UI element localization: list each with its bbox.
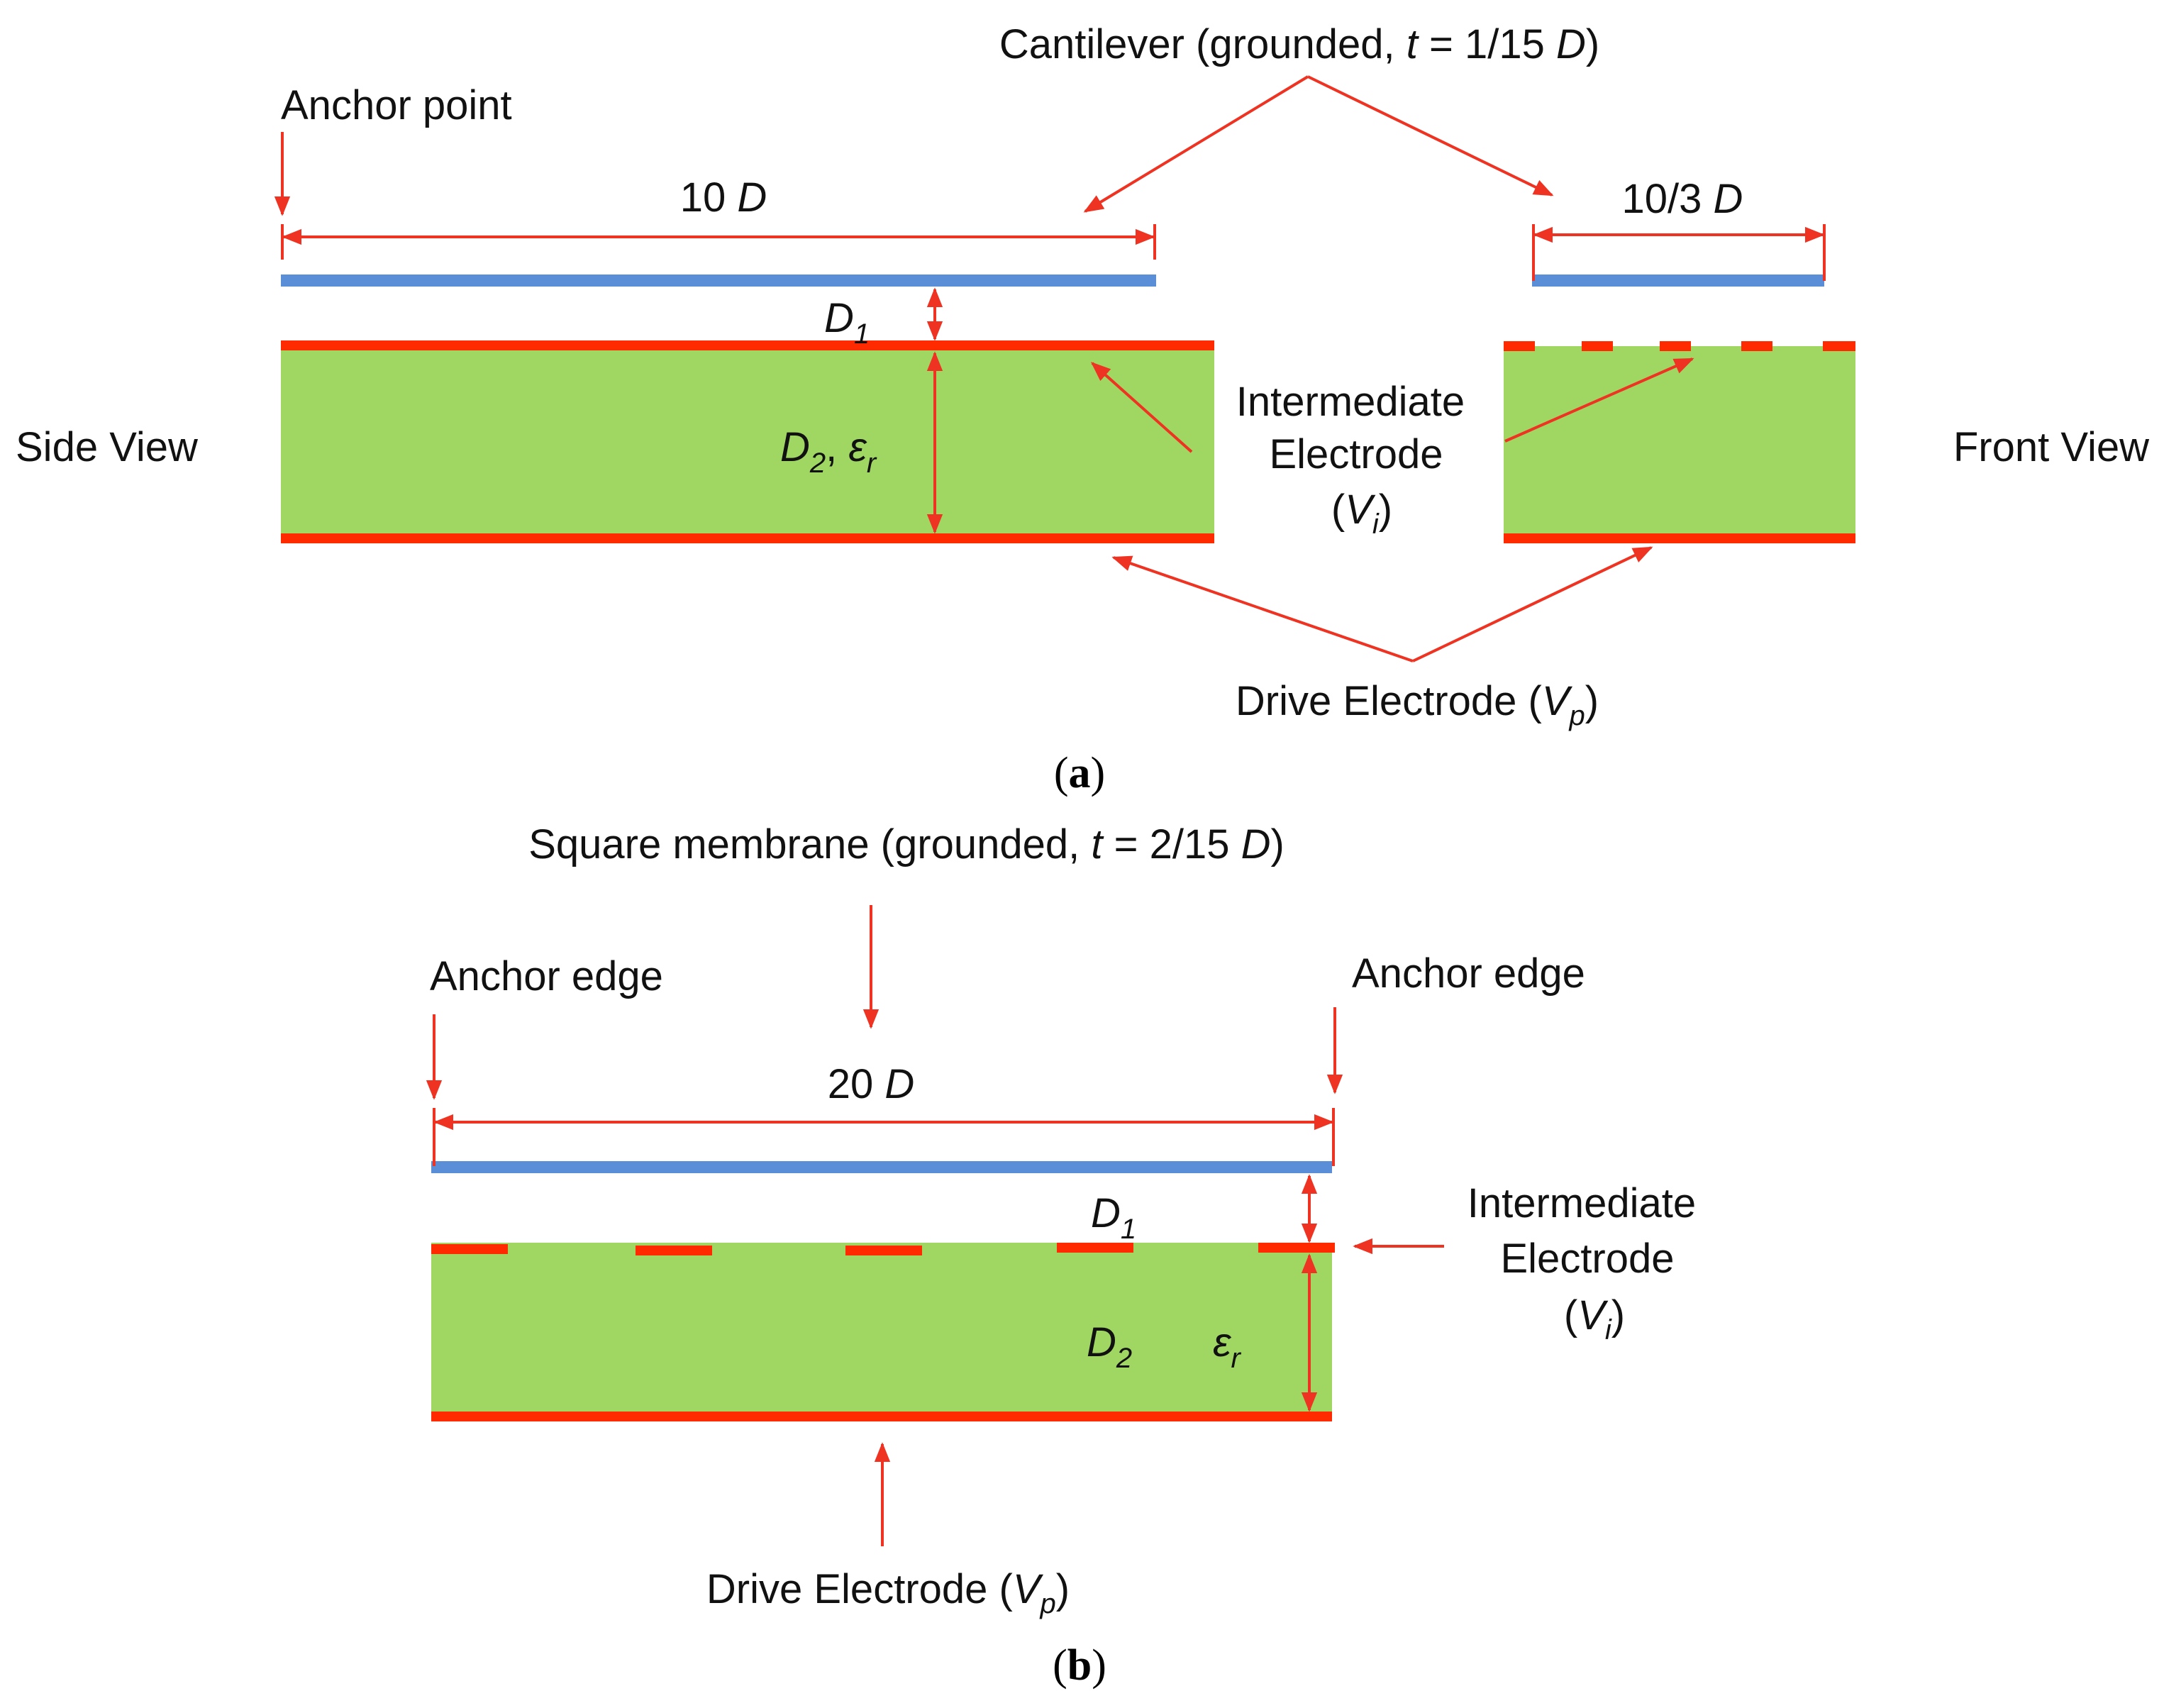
eps-label-b: εr xyxy=(1213,1319,1242,1374)
membrane-beam xyxy=(431,1161,1332,1173)
drive-electrode-label-b: Drive Electrode (Vp) xyxy=(706,1566,1070,1619)
anchor-edge-right-label: Anchor edge xyxy=(1352,950,1585,997)
front-view-label: Front View xyxy=(1953,424,2150,470)
front-cantilever-beam xyxy=(1532,274,1824,287)
front-length-label: 10/3 D xyxy=(1622,176,1743,222)
drive-electrode-label-a: Drive Electrode (Vp) xyxy=(1236,678,1599,731)
membrane-intermediate-electrode-segments xyxy=(431,1243,1335,1255)
cantilever-label: Cantilever (grounded, t = 1/15 D) xyxy=(999,21,1599,67)
d1-label-b: D1 xyxy=(1091,1190,1136,1245)
side-intermediate-electrode xyxy=(281,340,1214,350)
caption-b: (b) xyxy=(1053,1641,1106,1690)
anchor-point-label: Anchor point xyxy=(281,82,512,128)
intermediate-electrode-label-b: Intermediate Electrode xyxy=(1467,1180,1708,1282)
side-view-label: Side View xyxy=(16,424,199,470)
side-drive-electrode xyxy=(281,533,1214,543)
vi-label-a: (Vi) xyxy=(1331,487,1392,540)
membrane-drive-electrode xyxy=(431,1412,1332,1421)
d2-label-b: D2 xyxy=(1087,1319,1132,1374)
side-length-label: 10 D xyxy=(680,174,767,221)
panel-b: Square membrane (grounded, t = 2/15 D) A… xyxy=(426,821,1708,1690)
panel-b-arrows xyxy=(426,905,1444,1546)
panel-a-arrows xyxy=(274,75,1826,662)
side-cantilever-beam xyxy=(281,274,1156,287)
front-drive-electrode xyxy=(1504,533,1855,543)
front-intermediate-electrode-segments xyxy=(1504,341,1855,351)
front-dielectric xyxy=(1504,346,1855,538)
side-dielectric xyxy=(281,346,1214,538)
vi-label-b: (Vi) xyxy=(1564,1292,1625,1346)
anchor-edge-left-label: Anchor edge xyxy=(430,953,663,999)
intermediate-electrode-label-a: Intermediate Electrode xyxy=(1236,379,1477,477)
membrane-dielectric xyxy=(431,1243,1332,1413)
membrane-label: Square membrane (grounded, t = 2/15 D) xyxy=(528,821,1284,867)
caption-a: (a) xyxy=(1054,749,1105,797)
panel-a: Cantilever (grounded, t = 1/15 D) Anchor… xyxy=(16,21,2150,797)
membrane-length-label: 20 D xyxy=(828,1061,915,1107)
d2-eps-label: D2, εr xyxy=(780,424,877,479)
d1-label: D1 xyxy=(824,295,870,350)
